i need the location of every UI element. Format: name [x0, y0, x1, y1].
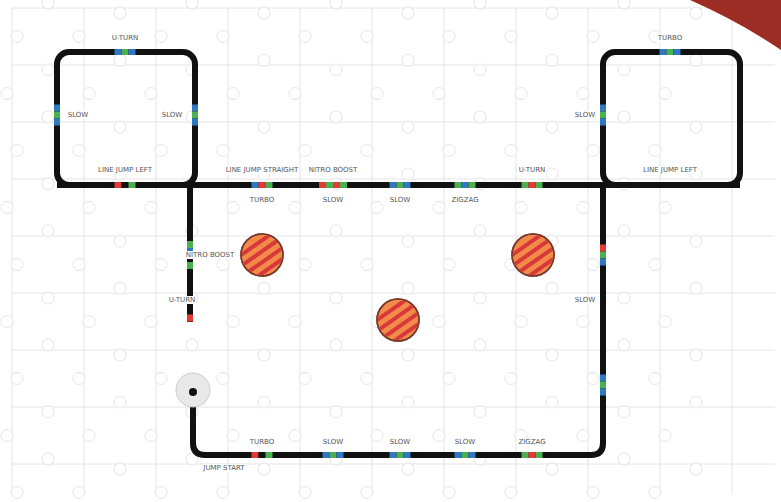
- code-label: LINE JUMP LEFT: [97, 166, 153, 174]
- code-label: SLOW: [574, 296, 597, 304]
- code-label: U-TURN: [111, 34, 140, 42]
- code-label: U-TURN: [518, 166, 547, 174]
- code-label: TURBO: [249, 438, 275, 446]
- code-label: SLOW: [322, 438, 345, 446]
- corner-decoration: [690, 0, 781, 50]
- code-label: SLOW: [454, 438, 477, 446]
- code-label: SLOW: [161, 111, 184, 119]
- color-codes: [54, 49, 681, 458]
- code-label: SLOW: [322, 196, 345, 204]
- code-label: LINE JUMP LEFT: [642, 166, 698, 174]
- code-label: SLOW: [389, 196, 412, 204]
- balls: [233, 229, 563, 348]
- code-label: U-TURN: [168, 296, 197, 304]
- start-ring: [176, 373, 210, 407]
- code-label: JUMP START: [202, 464, 245, 472]
- code-label: SLOW: [389, 438, 412, 446]
- code-label: ZIGZAG: [450, 196, 479, 204]
- start-dot: [189, 388, 197, 396]
- code-label: NITRO BOOST: [308, 166, 359, 174]
- code-label: SLOW: [574, 111, 597, 119]
- track-line: [57, 52, 740, 455]
- code-label: SLOW: [67, 111, 90, 119]
- code-label: NITRO BOOST: [185, 251, 236, 259]
- code-label: TURBO: [657, 34, 683, 42]
- code-label: LINE JUMP STRAIGHT: [225, 166, 300, 174]
- code-label: TURBO: [249, 196, 275, 204]
- code-label: ZIGZAG: [517, 438, 546, 446]
